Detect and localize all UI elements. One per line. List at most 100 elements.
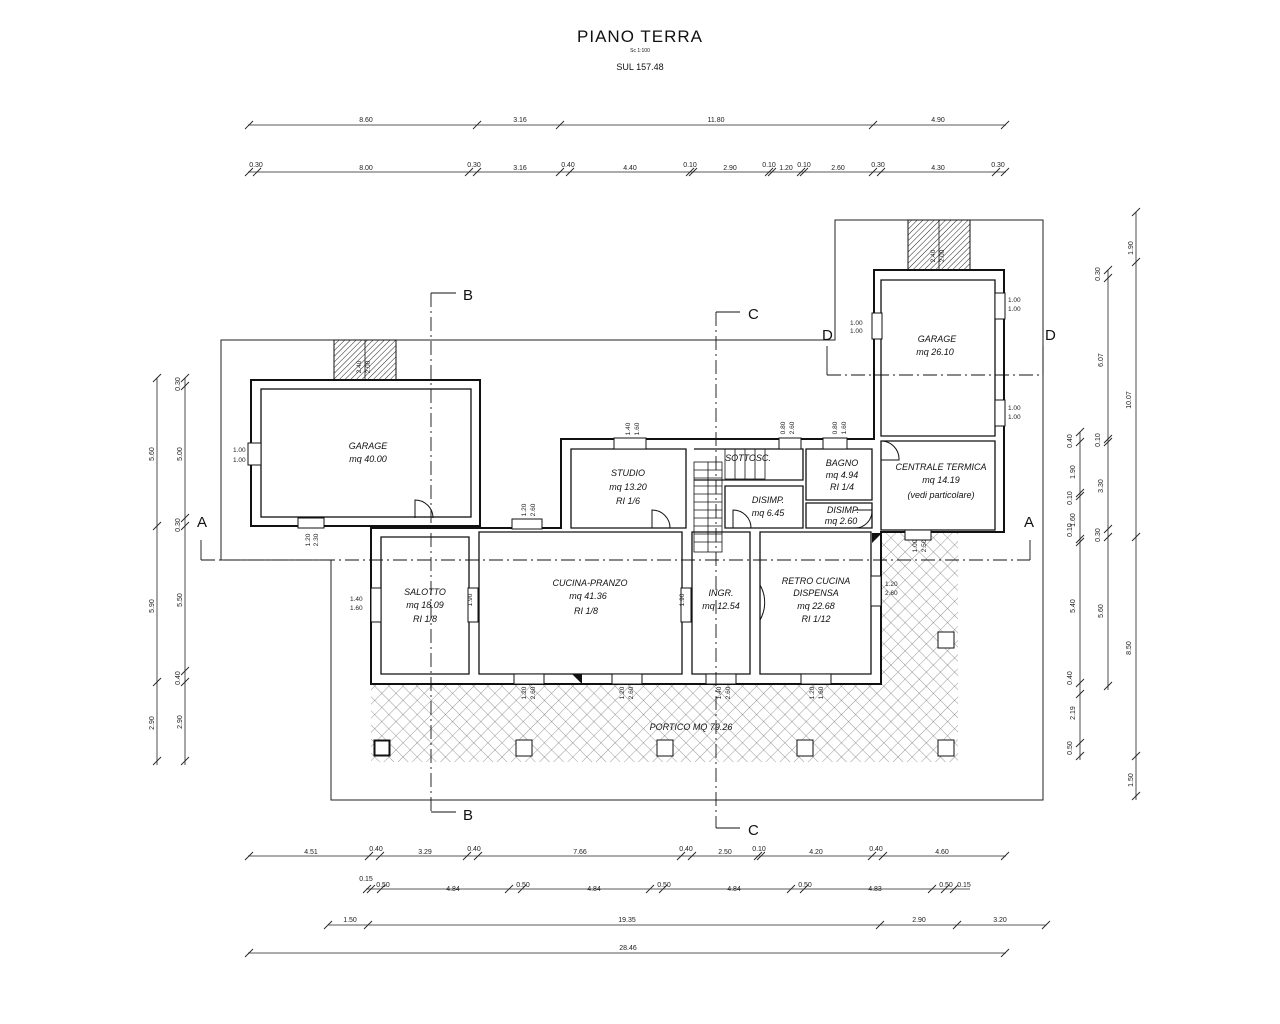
dims-top-1: 8.60 3.16 11.80 4.90 — [359, 117, 945, 124]
window-label: 1.20 — [521, 686, 528, 699]
dim-label: 0.30 — [1095, 528, 1102, 542]
dim-label: 0.50 — [939, 882, 953, 889]
room-name: CENTRALE TERMICA — [895, 462, 986, 472]
room-area: mq 40.00 — [349, 454, 387, 464]
room-name: GARAGE — [349, 441, 389, 451]
window-label: 1.00 — [233, 457, 246, 464]
dim-label: 0.40 — [561, 162, 575, 169]
section-d-left: D — [822, 327, 833, 344]
room-ri: RI 1/12 — [801, 614, 830, 624]
dim-label: 0.40 — [369, 846, 383, 853]
room-area: mq 6.45 — [752, 508, 786, 518]
window-label: 1.60 — [841, 421, 848, 434]
room-bagno: BAGNO mq 4.94 RI 1/4 — [826, 458, 859, 492]
dim-label: 4.40 — [623, 165, 637, 172]
doors — [414, 440, 900, 622]
dim-label: 0.10 — [683, 162, 697, 169]
dim-label: 0.15 — [359, 876, 373, 883]
dimension-ticks — [152, 120, 1141, 958]
window-label: 2.60 — [789, 421, 796, 434]
dim-label: 5.00 — [177, 447, 184, 461]
room-name: INGR. — [708, 588, 733, 598]
dim-label: 5.60 — [1098, 604, 1105, 618]
dim-label: 1.50 — [1128, 773, 1135, 787]
section-a-right: A — [1024, 514, 1034, 531]
dim-label: 1.50 — [343, 917, 357, 924]
drawing-sul: SUL 157.48 — [616, 62, 664, 72]
window-label: 2.40 — [356, 360, 363, 373]
dim-label: 4.83 — [868, 886, 882, 893]
dim-label: 0.30 — [249, 162, 263, 169]
dim-label: 4.30 — [931, 165, 945, 172]
room-sottosc: SOTTOSC. — [725, 453, 771, 463]
drawing-scale: Sc 1:100 — [630, 48, 650, 54]
room-ri: RI 1/4 — [830, 482, 854, 492]
dim-label: 0.30 — [1095, 267, 1102, 281]
room-disimp-2: DISIMP. mq 2.60 — [825, 505, 859, 526]
window-label: 2.60 — [628, 686, 635, 699]
dims-left-2: 0.30 5.00 0.30 5.50 0.40 2.90 — [175, 377, 184, 729]
dim-label: 19.35 — [618, 917, 636, 924]
dim-label: 5.50 — [177, 593, 184, 607]
window-label: 1.40 — [625, 422, 632, 435]
dim-label: 0.50 — [657, 882, 671, 889]
window-label: 1.00 — [850, 328, 863, 335]
dim-label: 4.60 — [935, 849, 949, 856]
window-label: 1.20 — [809, 686, 816, 699]
dim-label: 1.90 — [1070, 465, 1077, 479]
window-label: 2.30 — [313, 533, 320, 546]
dim-label: 0.40 — [1067, 671, 1074, 685]
window-label: 1.00 — [233, 447, 246, 454]
window-label: 2.60 — [530, 686, 537, 699]
dim-label: 3.30 — [1098, 479, 1105, 493]
room-name: STUDIO — [611, 468, 645, 478]
room-name: CUCINA-PRANZO — [552, 578, 627, 588]
room-note: (vedi particolare) — [907, 490, 974, 500]
dim-label: 2.90 — [912, 917, 926, 924]
section-c-bottom: C — [748, 822, 759, 839]
drawing-title: PIANO TERRA — [577, 27, 703, 46]
room-ri: RI 1/8 — [413, 614, 437, 624]
dim-label: 0.30 — [871, 162, 885, 169]
window-label: 1.60 — [350, 605, 363, 612]
dim-label: 0.30 — [991, 162, 1005, 169]
room-area: mq 4.94 — [826, 470, 859, 480]
dim-label: 0.10 — [762, 162, 776, 169]
window-label: 1.60 — [634, 422, 641, 435]
window-label: 1.20 — [885, 581, 898, 588]
dims-bottom-2: 0.15 0.50 4.84 0.50 4.84 0.50 4.84 0.50 … — [359, 876, 971, 893]
dim-label: 2.90 — [177, 715, 184, 729]
window-label: 1.40 — [350, 596, 363, 603]
room-area: mq 12.54 — [702, 601, 740, 611]
dims-right-3: 10.07 8.50 — [1126, 391, 1133, 655]
room-name: RETRO CUCINA — [782, 576, 851, 586]
dim-label: 6.07 — [1098, 353, 1105, 367]
window-label: 1.40 — [716, 686, 723, 699]
dim-label: 0.15 — [957, 882, 971, 889]
room-area: mq 41.36 — [569, 591, 607, 601]
dim-label: 0.30 — [467, 162, 481, 169]
dim-label: 3.20 — [993, 917, 1007, 924]
dim-label: 4.84 — [727, 886, 741, 893]
room-name: SALOTTO — [404, 587, 446, 597]
dim-label: 11.80 — [708, 117, 725, 124]
dim-label: 2.90 — [149, 716, 156, 730]
dims-right-1: 0.40 1.90 0.10 1.60 0.10 5.40 0.40 2.19 … — [1067, 434, 1077, 755]
dim-label: 4.51 — [304, 849, 318, 856]
window-label: 1.00 — [1008, 405, 1021, 412]
staircase — [693, 448, 766, 553]
section-c-top: C — [748, 306, 759, 323]
dim-label: 4.84 — [446, 886, 460, 893]
dim-label: 0.40 — [1067, 434, 1074, 448]
window-labels: 1.00 1.00 1.40 1.60 1.00 1.00 1.00 1.00 … — [233, 297, 1021, 612]
window-label: 2.00 — [939, 249, 946, 262]
dim-label: 5.60 — [149, 447, 156, 461]
dim-label: 4.90 — [931, 117, 945, 124]
dim-label: 3.29 — [418, 849, 432, 856]
window-label: 2.50 — [921, 539, 928, 552]
window-label: 1.90 — [679, 593, 686, 606]
window-label: 2.60 — [530, 503, 537, 516]
dims-bottom-3: 1.50 19.35 2.90 3.20 — [343, 917, 1007, 924]
dims-right-4: 1.90 1.50 — [1128, 241, 1135, 787]
room-area: mq 2.60 — [825, 516, 858, 526]
